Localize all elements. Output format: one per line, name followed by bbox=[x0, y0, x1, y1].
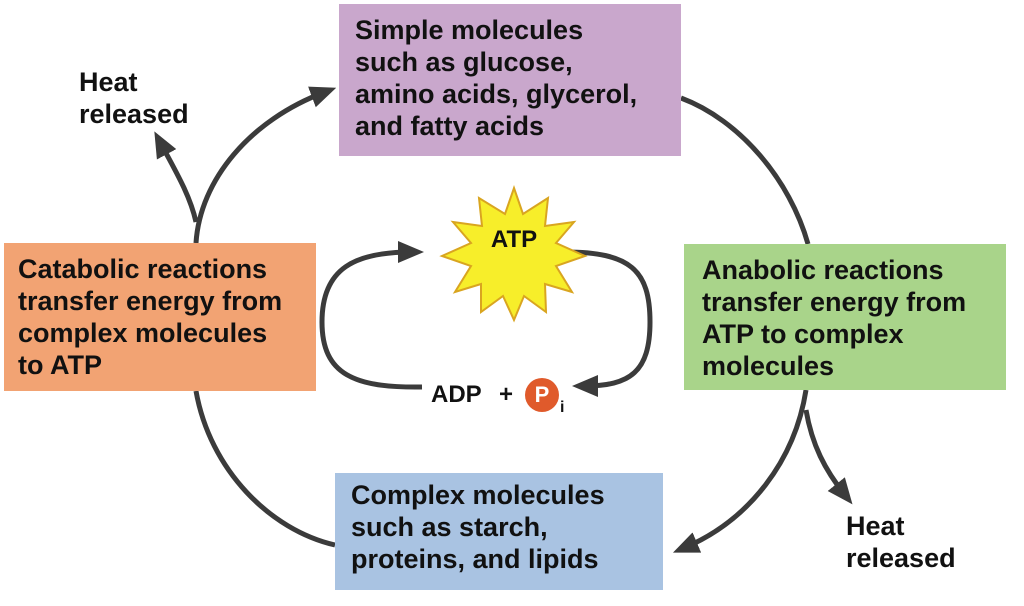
simple-molecules-box: Simple molecules such as glucose, amino … bbox=[339, 4, 681, 156]
heat-released-top-label: Heat released bbox=[79, 66, 189, 130]
catabolic-line: complex molecules bbox=[18, 318, 268, 348]
heat-line: Heat bbox=[846, 511, 905, 541]
heat-released-bottom-label: Heat released bbox=[846, 510, 956, 574]
simple-molecules-line: Simple molecules bbox=[355, 15, 584, 45]
phosphate-subscript: i bbox=[560, 399, 565, 416]
catabolic-line: to ATP bbox=[18, 350, 102, 380]
anabolic-reactions-box: Anabolic reactions transfer energy from … bbox=[684, 244, 1006, 390]
arrow-atp-to-adp bbox=[564, 249, 653, 397]
atp-label: ATP bbox=[490, 226, 538, 253]
catabolic-line: Catabolic reactions bbox=[18, 254, 268, 284]
complex-molecules-line: Complex molecules bbox=[351, 480, 605, 510]
complex-molecules-line: proteins, and lipids bbox=[351, 544, 599, 574]
simple-molecules-line: amino acids, glycerol, bbox=[355, 79, 638, 109]
arrow-anabolic-to-complex bbox=[672, 389, 809, 553]
atp-burst-icon bbox=[439, 184, 588, 323]
complex-molecules-line: such as starch, bbox=[351, 512, 548, 542]
simple-molecules-line: such as glucose, bbox=[355, 47, 573, 77]
heat-line: released bbox=[79, 99, 189, 129]
phosphate-circle-icon bbox=[525, 378, 559, 412]
anabolic-line: ATP to complex bbox=[702, 319, 904, 349]
arrow-catabolic-to-simple bbox=[193, 86, 337, 244]
arrow-simple-to-anabolic bbox=[680, 95, 811, 245]
complex-molecules-box: Complex molecules such as starch, protei… bbox=[335, 473, 663, 590]
heat-line: released bbox=[846, 543, 956, 573]
adp-label: ADP bbox=[431, 381, 482, 408]
plus-sign: + bbox=[499, 381, 514, 408]
arrow-heat-released-bottom bbox=[803, 409, 853, 505]
catabolic-line: transfer energy from bbox=[18, 286, 283, 316]
catabolic-reactions-box: Catabolic reactions transfer energy from… bbox=[4, 243, 316, 391]
arrow-complex-to-catabolic bbox=[193, 390, 336, 548]
simple-molecules-line: and fatty acids bbox=[355, 111, 545, 141]
anabolic-line: molecules bbox=[702, 351, 835, 381]
phosphate-label: P bbox=[534, 382, 550, 407]
arrow-heat-released-top bbox=[154, 131, 199, 223]
anabolic-line: transfer energy from bbox=[702, 287, 967, 317]
heat-line: Heat bbox=[79, 67, 138, 97]
arrow-adp-to-atp bbox=[319, 241, 424, 390]
anabolic-line: Anabolic reactions bbox=[702, 255, 944, 285]
